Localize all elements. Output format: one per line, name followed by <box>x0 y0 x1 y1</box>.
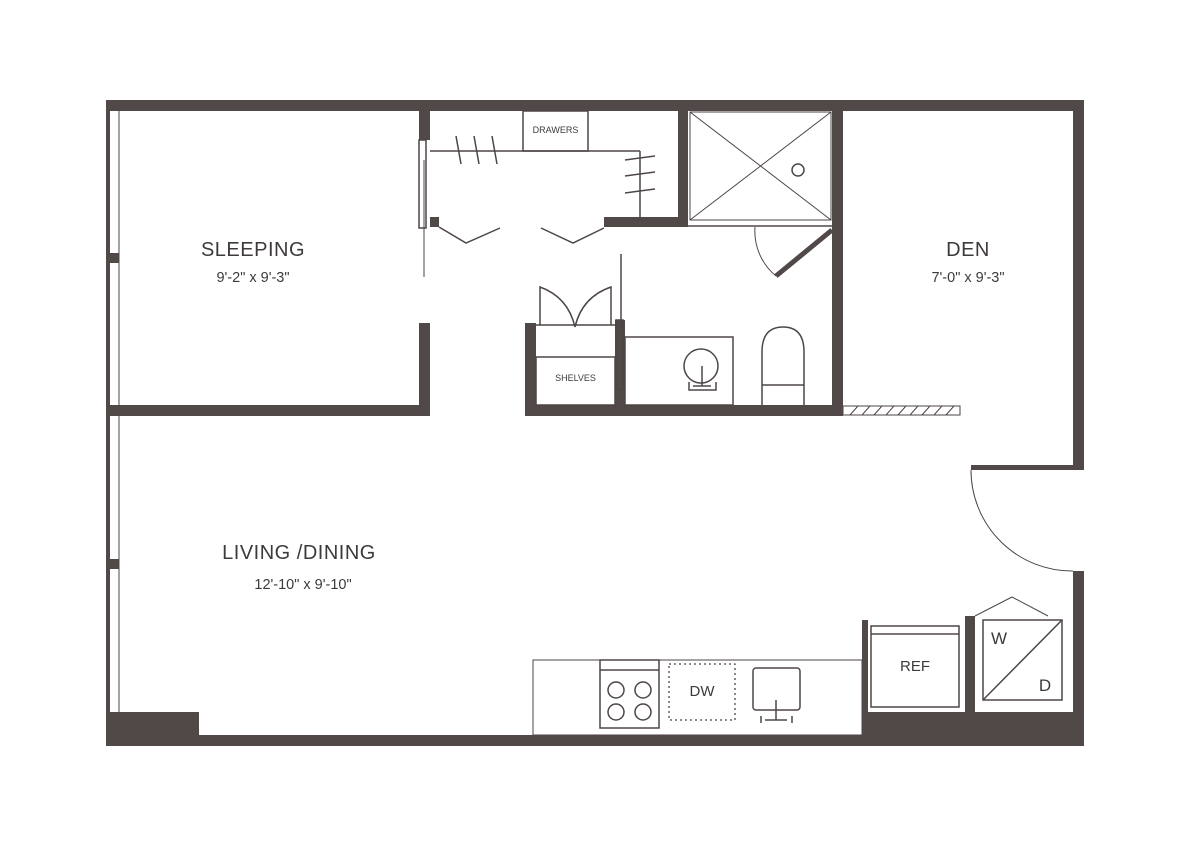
wall-shelves-left <box>525 323 536 416</box>
shelves-unit <box>535 356 616 406</box>
wall-bottom <box>106 735 1084 746</box>
refrigerator-label: REF <box>900 658 930 675</box>
stove-unit <box>599 659 660 729</box>
wall-left-pier-1 <box>106 253 119 263</box>
wall-right-upper <box>1073 100 1084 470</box>
half-wall-hatched <box>842 405 961 416</box>
shower-drain-icon <box>791 163 805 177</box>
refrigerator: REF <box>870 625 960 708</box>
room-living-name: LIVING /DINING <box>222 542 376 564</box>
wall-door-stop <box>430 217 439 227</box>
wall-bath-bottom <box>525 405 843 416</box>
toilet-icon <box>761 326 805 405</box>
burner-icon <box>634 703 652 721</box>
room-sleeping-name: SLEEPING <box>201 239 305 261</box>
wall-sleeping-right-lower <box>419 323 430 416</box>
wall-den-entry <box>971 465 1084 470</box>
kitchen-counter <box>532 659 863 736</box>
wall-left-top <box>106 100 110 746</box>
wall-bath-right <box>832 100 843 416</box>
burner-icon <box>607 681 625 699</box>
bath-sink-icon <box>683 348 719 384</box>
wall-top <box>106 100 1084 111</box>
dryer-label: D <box>1039 676 1051 695</box>
shelves-closet: SHELVES <box>535 254 624 406</box>
wall-closet-right <box>678 100 688 227</box>
drawers-unit <box>522 110 589 152</box>
dishwasher-label: DW <box>690 683 716 700</box>
drawers-label: DRAWERS <box>533 125 579 135</box>
wall-right-lower <box>1073 571 1084 746</box>
dishwasher-unit <box>668 663 736 721</box>
room-den-name: DEN <box>946 239 990 261</box>
bathroom-fixtures <box>624 326 805 406</box>
wall-sleeping-bottom <box>106 405 430 416</box>
wall-bath-partition <box>615 320 625 416</box>
wall-sleeping-right-upper <box>419 100 430 140</box>
walls <box>106 100 1084 746</box>
wall-bottom-left-block <box>106 712 199 746</box>
walk-in-closet: DRAWERS <box>418 110 656 277</box>
washer-label: W <box>991 629 1007 648</box>
room-sleeping-dims: 9'-2" x 9'-3" <box>216 270 289 286</box>
wall-ref-left <box>862 620 868 740</box>
room-den-dims: 7'-0" x 9'-3" <box>931 270 1004 286</box>
entry-door <box>970 469 1074 572</box>
wall-ref-right <box>965 616 975 740</box>
closet-door-frame <box>418 139 427 229</box>
shelves-label: SHELVES <box>555 373 596 383</box>
washer-dryer: W D <box>974 596 1063 701</box>
kitchen: DW <box>532 659 863 736</box>
shower <box>688 111 832 227</box>
burner-icon <box>607 703 625 721</box>
bath-vanity <box>624 336 734 406</box>
burner-icon <box>634 681 652 699</box>
wall-closet-bottom <box>604 217 688 227</box>
wall-left-pier-2 <box>106 559 119 569</box>
bath-door <box>754 226 834 278</box>
room-living-dims: 12'-10" x 9'-10" <box>254 577 351 593</box>
